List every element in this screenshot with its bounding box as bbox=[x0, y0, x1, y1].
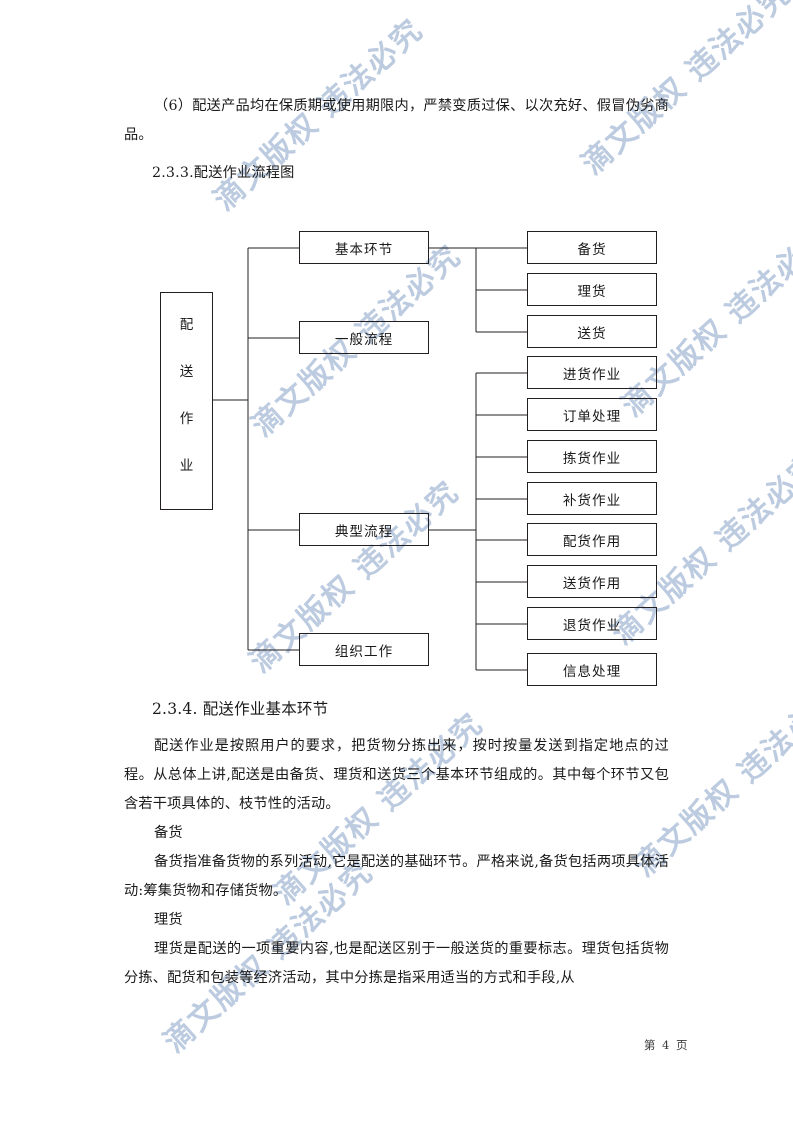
paragraph-3: 备货指准备货物的系列活动‚它是配送的基础环节。严格来说‚备货包括两项具体活动:筹… bbox=[124, 854, 669, 899]
diagram-node-xinxi-chuli[interactable]: 信息处理 bbox=[527, 653, 657, 686]
root-char-3: 作 bbox=[179, 411, 194, 427]
paragraph-2: 配送作业是按照用户的要求，把货物分拣出来，按时按量发送到指定地点的过程。从总体上… bbox=[124, 738, 669, 812]
diagram-node-lihuo[interactable]: 理货 bbox=[527, 273, 657, 306]
diagram-node-buhuo-zuoye[interactable]: 补货作业 bbox=[527, 482, 657, 515]
page-footer: 第 4 页 bbox=[643, 1038, 689, 1052]
diagram-node-basic-links[interactable]: 基本环节 bbox=[299, 231, 429, 264]
root-char-1: 配 bbox=[179, 317, 194, 333]
diagram-node-dingdan-chuli[interactable]: 订单处理 bbox=[527, 398, 657, 431]
paragraph-4: 理货是配送的一项重要内容‚也是配送区别于一般送货的重要标志。理货包括货物分拣、配… bbox=[124, 941, 669, 986]
heading-2-3-4: 2.3.4. 配送作业基本环节 bbox=[152, 700, 329, 718]
diagram-node-general-flow[interactable]: 一般流程 bbox=[299, 321, 429, 354]
heading-2-3-3: 2.3.3.配送作业流程图 bbox=[152, 165, 295, 181]
diagram-connectors bbox=[213, 247, 527, 671]
label-beihuo: 备货 bbox=[154, 825, 183, 841]
diagram-node-jinhuo-zuoye[interactable]: 进货作业 bbox=[527, 356, 657, 389]
root-char-2: 送 bbox=[179, 364, 194, 380]
label-lihuo: 理货 bbox=[154, 912, 183, 928]
diagram-node-jianhuo-zuoye[interactable]: 拣货作业 bbox=[527, 440, 657, 473]
diagram-node-root[interactable]: 配 送 作 业 bbox=[160, 292, 213, 510]
paragraph-1: （6）配送产品均在保质期或使用期限内，严禁变质过保、以次充好、假冒伪劣商品。 bbox=[124, 98, 669, 143]
diagram-node-songhuo-zuoyong[interactable]: 送货作用 bbox=[527, 565, 657, 598]
diagram-node-beihuo[interactable]: 备货 bbox=[527, 231, 657, 264]
root-char-4: 业 bbox=[179, 458, 194, 474]
diagram-node-typical-flow[interactable]: 典型流程 bbox=[299, 513, 429, 546]
diagram-node-songhuo[interactable]: 送货 bbox=[527, 315, 657, 348]
diagram-node-peihuo-zuoyong[interactable]: 配货作用 bbox=[527, 523, 657, 556]
distribution-workflow-diagram: 配 送 作 业 基本环节 一般流程 典型流程 组织工作 备货 理货 送货 进货作… bbox=[0, 196, 793, 696]
diagram-node-organization-work[interactable]: 组织工作 bbox=[299, 633, 429, 666]
diagram-node-tuihuo-zuoye[interactable]: 退货作业 bbox=[527, 607, 657, 640]
